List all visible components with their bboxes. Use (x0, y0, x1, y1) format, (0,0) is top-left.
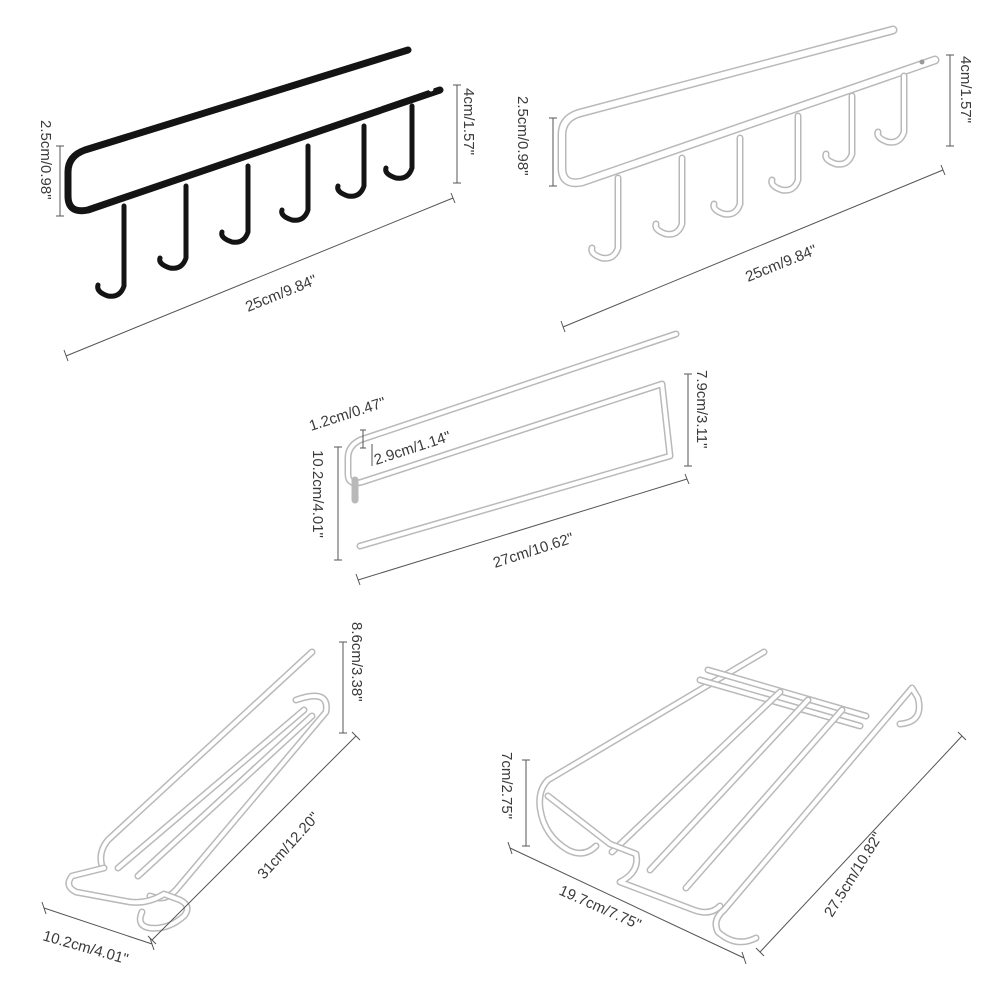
glass-rack-double-dimension-lines (507, 731, 967, 965)
glass-rack-single-width-label: 10.2cm/4.01" (41, 928, 130, 969)
glass-rack-double-height-label: 7cm/2.75" (498, 752, 515, 819)
glass-rack-double-frame (536, 648, 923, 946)
glass-rack-single-dimension-lines (41, 641, 361, 951)
white-hook-rack-depth-label: 4cm/1.57" (957, 56, 974, 123)
black-hook-rack-height-label: 2.5cm/0.98" (37, 120, 54, 200)
white-hook-rack-frame (557, 25, 940, 188)
black-hook-rack-hooks (95, 103, 415, 299)
paper-towel-holder-dimension-lines (334, 373, 692, 586)
black-hook-rack: 2.5cm/0.98" 4cm/1.57" 25cm/9.84" (37, 46, 477, 362)
paper-towel-holder-total-height-label: 10.2cm/4.01" (309, 450, 326, 538)
paper-towel-holder-bar-gap-label: 1.2cm/0.47" (307, 394, 388, 435)
black-hook-rack-depth-label: 4cm/1.57" (460, 88, 477, 155)
white-hook-rack-hooks (588, 72, 908, 262)
white-hook-rack-height-label: 2.5cm/0.98" (514, 96, 531, 176)
paper-towel-holder-side-height-label: 7.9cm/3.11" (693, 370, 710, 448)
glass-rack-single-height-label: 8.6cm/3.38" (348, 622, 365, 702)
white-hook-rack: 2.5cm/0.98" 4cm/1.57" 25cm/9.84" (514, 25, 974, 333)
glass-rack-single-length-label: 31cm/12.20" (254, 809, 323, 883)
glass-rack-single-frame (65, 648, 330, 932)
black-hook-rack-length-label: 25cm/9.84" (243, 272, 319, 316)
white-hook-rack-dimension-lines (549, 54, 954, 333)
black-hook-rack-frame (64, 46, 444, 215)
paper-towel-holder-frame (344, 330, 680, 550)
glass-rack-single: 8.6cm/3.38" 31cm/12.20" 10.2cm/4.01" (41, 622, 365, 968)
glass-rack-double: 7cm/2.75" 19.7cm/7.75" 27.5cm/10.82" (498, 648, 967, 965)
paper-towel-holder: 1.2cm/0.47" 2.9cm/1.14" 7.9cm/3.11" 10.2… (307, 330, 710, 586)
glass-rack-double-length-label: 27.5cm/10.82" (821, 830, 886, 921)
black-hook-rack-dimension-lines (56, 84, 461, 362)
paper-towel-holder-length-label: 27cm/10.62" (491, 530, 576, 572)
